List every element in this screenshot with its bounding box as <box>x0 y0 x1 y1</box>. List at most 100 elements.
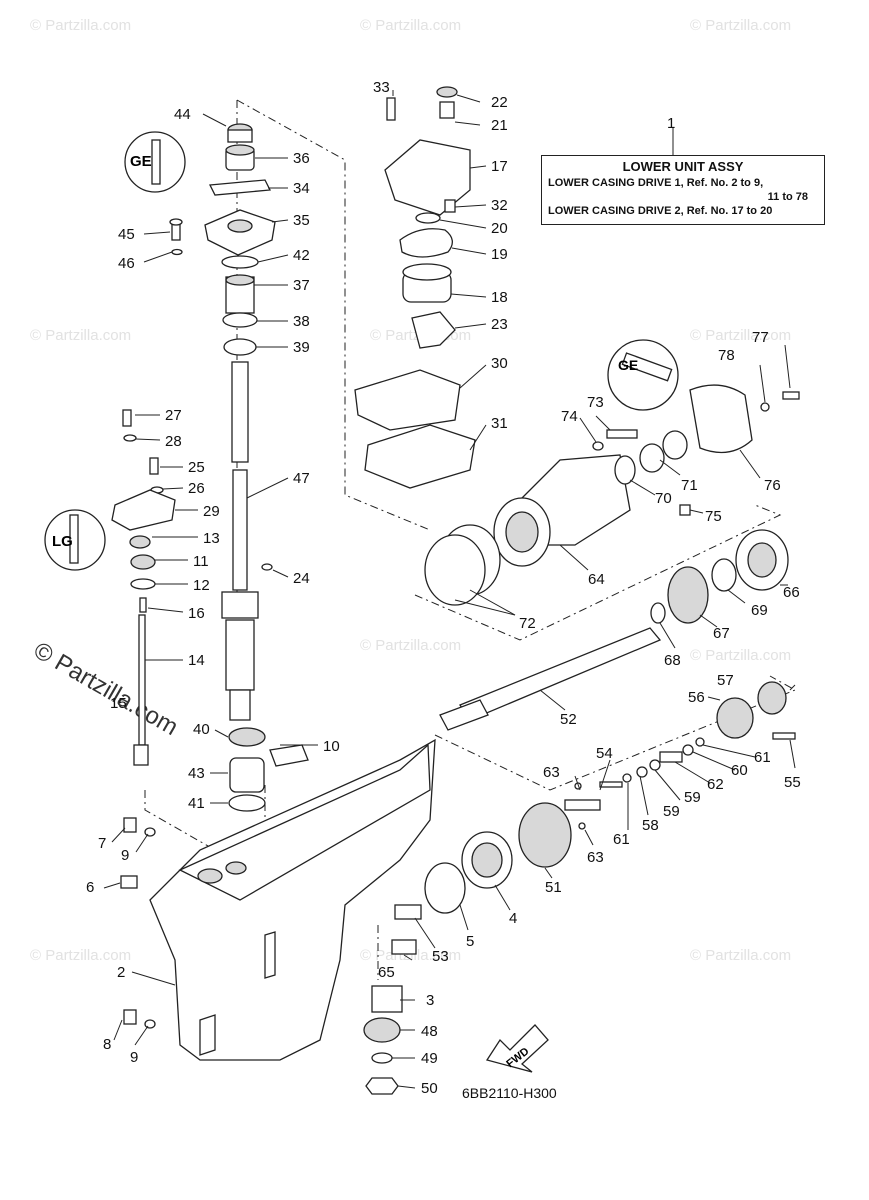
part-61-ring <box>695 737 705 747</box>
fwd-arrow-icon: FWD <box>485 1024 549 1073</box>
callout-78: 78 <box>718 347 735 364</box>
part-60-ring <box>682 744 694 756</box>
callout-59: 59 <box>663 803 680 820</box>
callout-31: 31 <box>491 415 508 432</box>
part-22-grommet <box>436 86 458 98</box>
part-8-plug <box>123 1009 137 1025</box>
part-55-pin <box>772 732 796 740</box>
figure-code: 6BB2110-H300 <box>462 1085 557 1101</box>
part-70-bearing <box>614 455 636 485</box>
callout-40: 40 <box>193 721 210 738</box>
water-pump-group <box>354 86 476 489</box>
callout-75: 75 <box>705 508 722 525</box>
callout-59b: 59 <box>684 789 701 806</box>
callout-52: 52 <box>560 711 577 728</box>
part-42-oring <box>221 255 259 269</box>
assembly-line-2: LOWER CASING DRIVE 2, Ref. No. 17 to 20 <box>548 205 773 217</box>
callout-54: 54 <box>596 745 613 762</box>
callout-2: 2 <box>117 964 125 981</box>
part-39-seal <box>223 338 257 356</box>
callout-60: 60 <box>731 762 748 779</box>
part-31-gasket <box>364 424 476 489</box>
callout-36: 36 <box>293 150 310 167</box>
part-43-spring <box>229 757 265 793</box>
part-53-cam <box>394 904 422 920</box>
callout-37: 37 <box>293 277 310 294</box>
callout-48: 48 <box>421 1023 438 1040</box>
part-11-bushing <box>130 554 156 570</box>
callout-76: 76 <box>764 477 781 494</box>
part-78-washer <box>760 402 770 412</box>
callout-34: 34 <box>293 180 310 197</box>
part-48-gear <box>363 1017 401 1043</box>
callout-10: 10 <box>323 738 340 755</box>
part-49-washer <box>371 1052 393 1064</box>
upper-bearing-stack: GE <box>124 123 276 356</box>
watermark-text: © Partzilla.com <box>30 17 131 34</box>
callout-58: 58 <box>642 817 659 834</box>
callout-28: 28 <box>165 433 182 450</box>
callout-11: 11 <box>193 553 209 570</box>
watermark-text: © Partzilla.com <box>30 327 131 344</box>
part-56-clutch <box>716 697 754 739</box>
part-19-gasket <box>399 228 453 258</box>
lubricant-badge-text: GE <box>130 153 152 170</box>
part-46-washer <box>171 248 183 256</box>
callout-12: 12 <box>193 577 210 594</box>
part-57-spring <box>757 681 787 715</box>
part-47-shaft <box>232 469 248 591</box>
part-59-ball-b <box>622 773 632 783</box>
part-37-top <box>225 274 255 286</box>
part-13-seal <box>129 535 151 549</box>
callout-1: 1 <box>667 115 675 132</box>
watermark-text: © Partzilla.com <box>360 637 461 654</box>
callout-22: 22 <box>491 94 508 111</box>
callout-73: 73 <box>587 394 604 411</box>
callout-64: 64 <box>588 571 605 588</box>
part-29-housing <box>111 489 176 531</box>
part-40-bearing <box>228 727 266 747</box>
lubricant-badge-text: GE <box>618 357 638 373</box>
callout-26: 26 <box>188 480 205 497</box>
part-65-bushing <box>391 939 417 955</box>
callout-45: 45 <box>118 226 135 243</box>
part-75-plug <box>679 504 691 516</box>
callout-47: 47 <box>293 470 310 487</box>
part-41-washer <box>228 794 266 812</box>
callout-6: 6 <box>86 879 94 896</box>
callout-33: 33 <box>373 79 390 96</box>
callout-42: 42 <box>293 247 310 264</box>
callout-32: 32 <box>491 197 508 214</box>
drive-shaft <box>221 361 309 812</box>
part-24-pin <box>261 563 273 571</box>
part-28-washer <box>123 434 137 442</box>
callout-53: 53 <box>432 948 449 965</box>
part-36-top <box>225 144 255 156</box>
watermark-text: © Partzilla.com <box>690 327 791 344</box>
callout-49: 49 <box>421 1050 438 1067</box>
callout-61: 61 <box>754 749 771 766</box>
callout-9b: 9 <box>130 1049 138 1066</box>
callout-46: 46 <box>118 255 135 272</box>
callout-23: 23 <box>491 316 508 333</box>
callout-21: 21 <box>491 117 508 134</box>
part-25-bolt <box>149 457 159 475</box>
callout-72: 72 <box>519 615 536 632</box>
part-6-dowel <box>120 875 138 889</box>
callout-25: 25 <box>188 459 205 476</box>
part-51-gear <box>518 802 572 868</box>
part-47-lower <box>225 619 255 691</box>
part-30-plate <box>354 369 461 431</box>
part-58-ball <box>636 766 648 778</box>
callout-20: 20 <box>491 220 508 237</box>
callout-16: 16 <box>188 605 205 622</box>
watermark-text: © Partzilla.com <box>690 947 791 964</box>
part-47-flange <box>221 591 259 619</box>
assembly-title: LOWER UNIT ASSY <box>622 159 744 174</box>
assembly-line-1: LOWER CASING DRIVE 1, Ref. No. 2 to 9, <box>548 177 764 189</box>
part-5-shim <box>424 862 466 914</box>
callout-30: 30 <box>491 355 508 372</box>
callout-38: 38 <box>293 313 310 330</box>
part-68-washer <box>650 602 666 624</box>
